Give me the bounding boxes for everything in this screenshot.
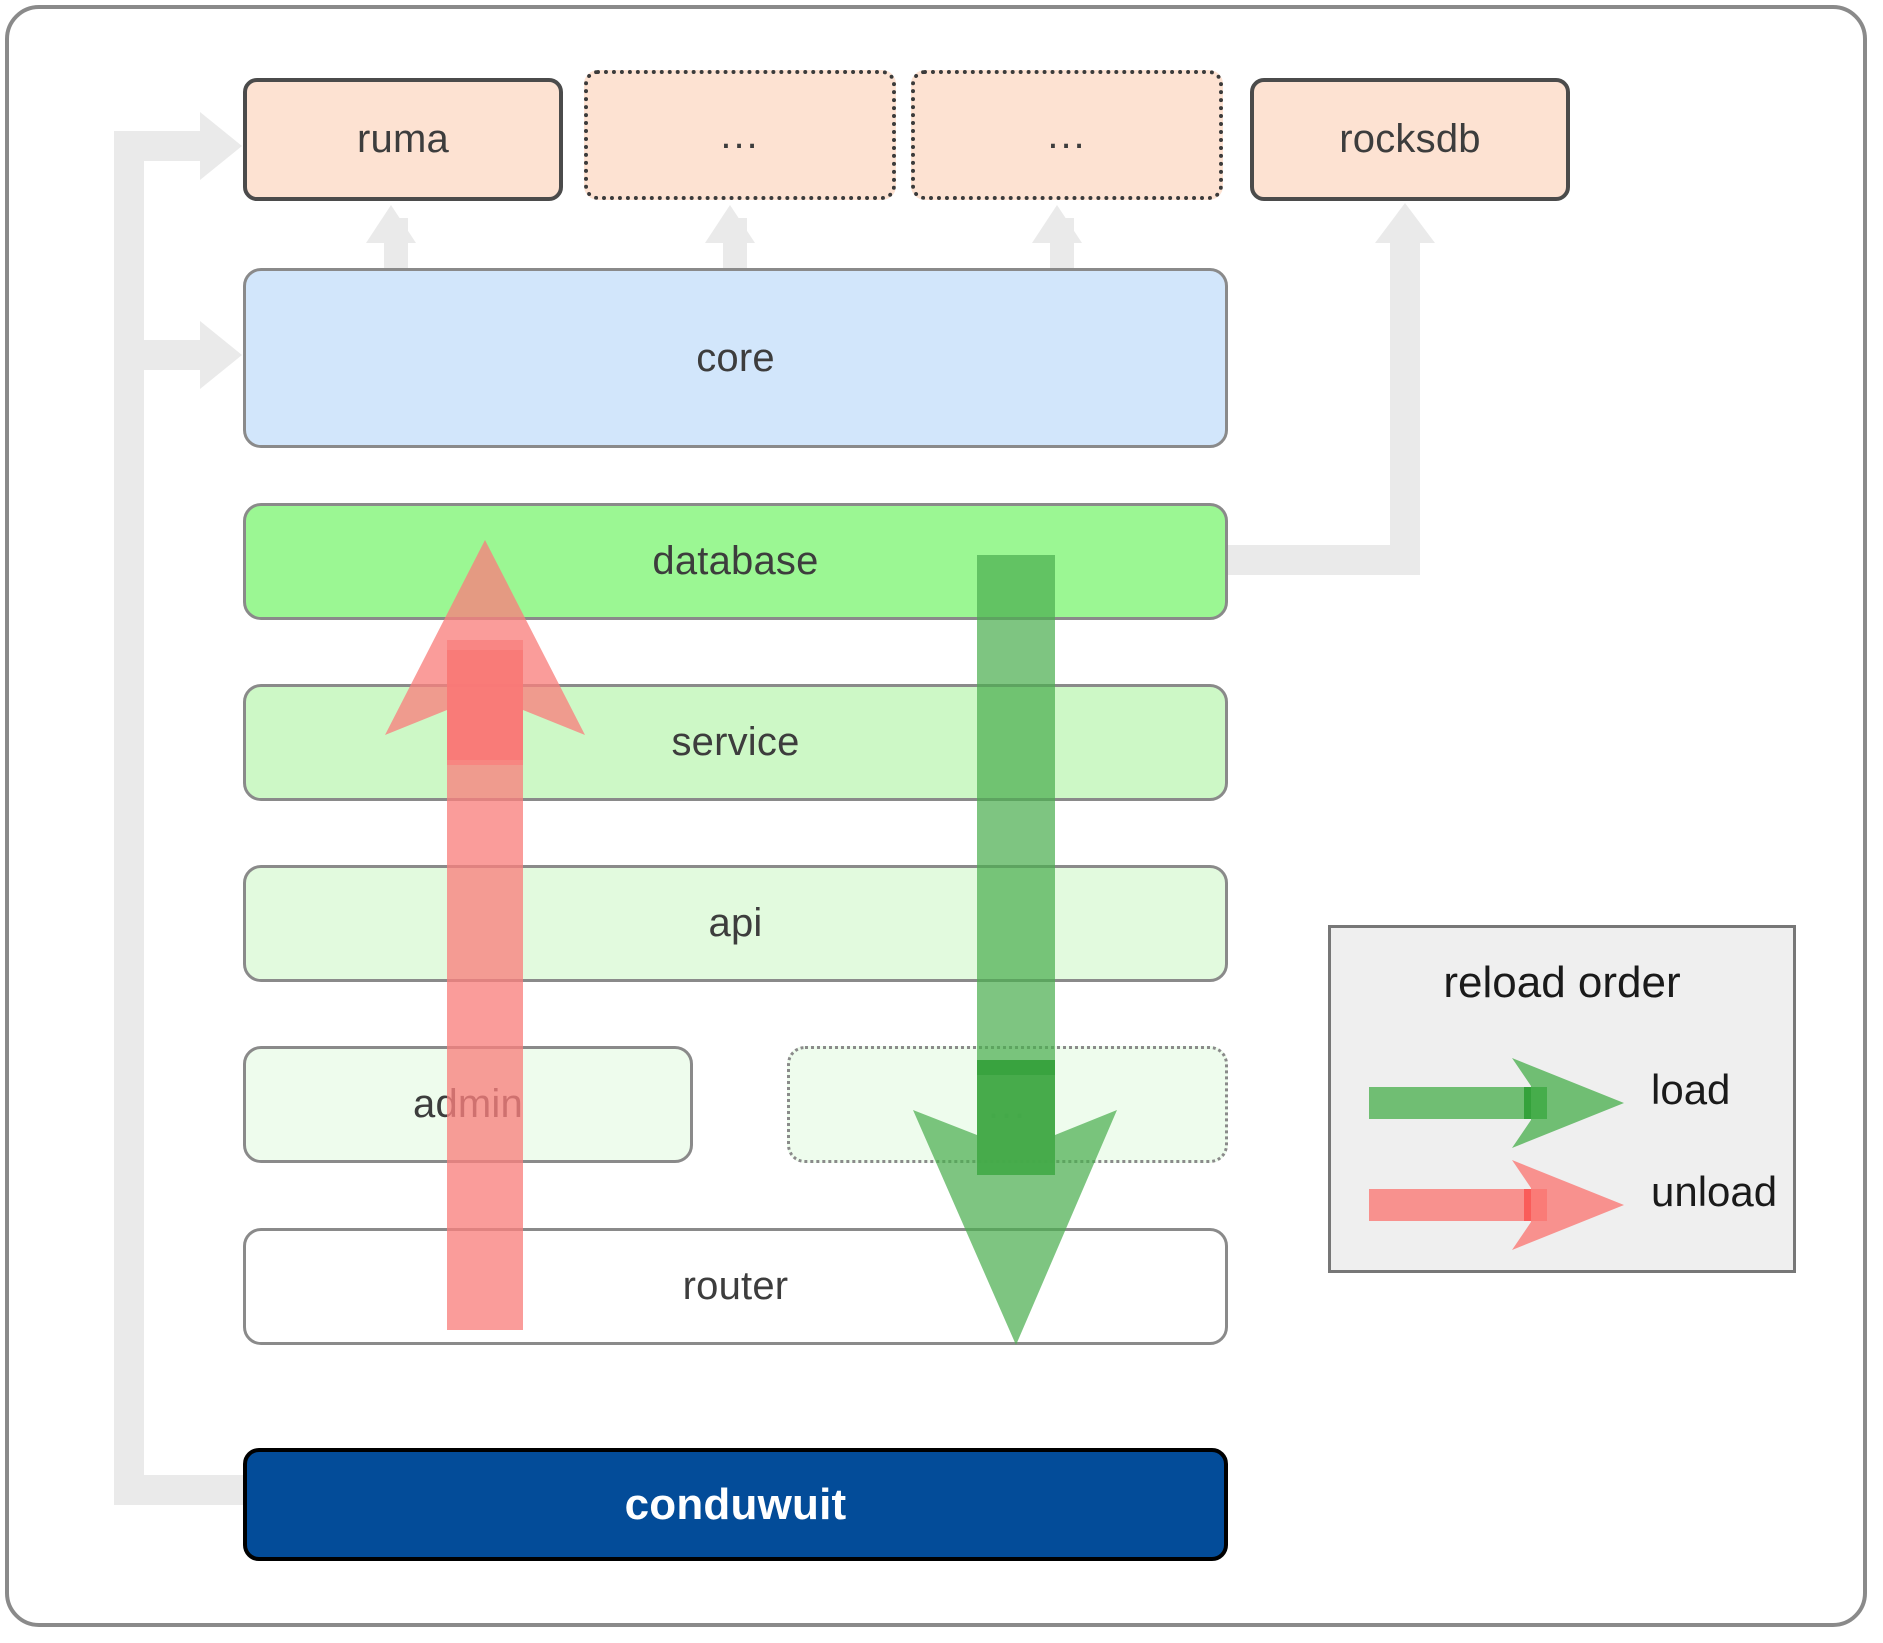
grey-branch-to-core bbox=[130, 340, 205, 370]
grey-db-to-rocksdb-vertical bbox=[1390, 243, 1420, 563]
grey-arrowhead-ruma bbox=[200, 112, 242, 180]
grey-db-to-rocksdb-horizontal bbox=[1200, 545, 1420, 575]
layer-box-ellipsis[interactable]: ... bbox=[787, 1046, 1228, 1163]
dependency-label-ellipsis-2: ... bbox=[1047, 113, 1087, 157]
dependency-box-rocksdb[interactable]: rocksdb bbox=[1250, 78, 1570, 201]
layer-box-api[interactable]: api bbox=[243, 865, 1228, 982]
grey-arrowhead-core-to-ruma bbox=[366, 205, 416, 243]
layer-label-core: core bbox=[696, 335, 775, 380]
legend-label-load: load bbox=[1651, 1066, 1731, 1113]
legend-panel: reload order load unload bbox=[1328, 925, 1796, 1273]
layer-label-api: api bbox=[708, 901, 763, 945]
dependency-box-ellipsis-1[interactable]: ... bbox=[584, 70, 896, 200]
layer-label-router: router bbox=[682, 1264, 789, 1308]
dependency-label-ruma: ruma bbox=[357, 117, 449, 161]
layer-box-router[interactable]: router bbox=[243, 1228, 1228, 1345]
layer-box-core[interactable]: core bbox=[243, 268, 1228, 448]
grey-arrowhead-rocksdb bbox=[1375, 203, 1435, 243]
layer-label-ellipsis: ... bbox=[987, 1082, 1028, 1127]
layer-label-service: service bbox=[671, 720, 800, 764]
dependency-box-ruma[interactable]: ruma bbox=[243, 78, 563, 201]
root-box-conduwuit[interactable]: conduwuit bbox=[243, 1448, 1228, 1561]
layer-box-admin[interactable]: admin bbox=[243, 1046, 693, 1163]
layer-box-service[interactable]: service bbox=[243, 684, 1228, 801]
layer-box-database[interactable]: database bbox=[243, 503, 1228, 620]
grey-trunk-vertical bbox=[114, 131, 144, 1505]
grey-arrowhead-core-to-dots1 bbox=[705, 205, 755, 243]
legend-load-arrow-icon bbox=[1369, 1058, 1625, 1153]
dependency-label-ellipsis-1: ... bbox=[720, 113, 760, 157]
grey-trunk-to-root bbox=[114, 1475, 254, 1505]
legend-unload-arrow-icon bbox=[1369, 1160, 1625, 1255]
grey-arrowhead-core bbox=[200, 321, 242, 389]
grey-arrowhead-core-to-dots2 bbox=[1032, 205, 1082, 243]
dependency-label-rocksdb: rocksdb bbox=[1339, 117, 1481, 161]
grey-branch-to-ruma bbox=[130, 131, 205, 161]
legend-label-unload: unload bbox=[1651, 1168, 1778, 1215]
diagram-frame bbox=[5, 5, 1867, 1627]
dependency-box-ellipsis-2[interactable]: ... bbox=[911, 70, 1223, 200]
layer-label-database: database bbox=[652, 539, 819, 583]
layer-label-admin: admin bbox=[413, 1082, 523, 1126]
root-label-conduwuit: conduwuit bbox=[624, 1479, 847, 1529]
legend-title: reload order bbox=[1443, 958, 1681, 1007]
